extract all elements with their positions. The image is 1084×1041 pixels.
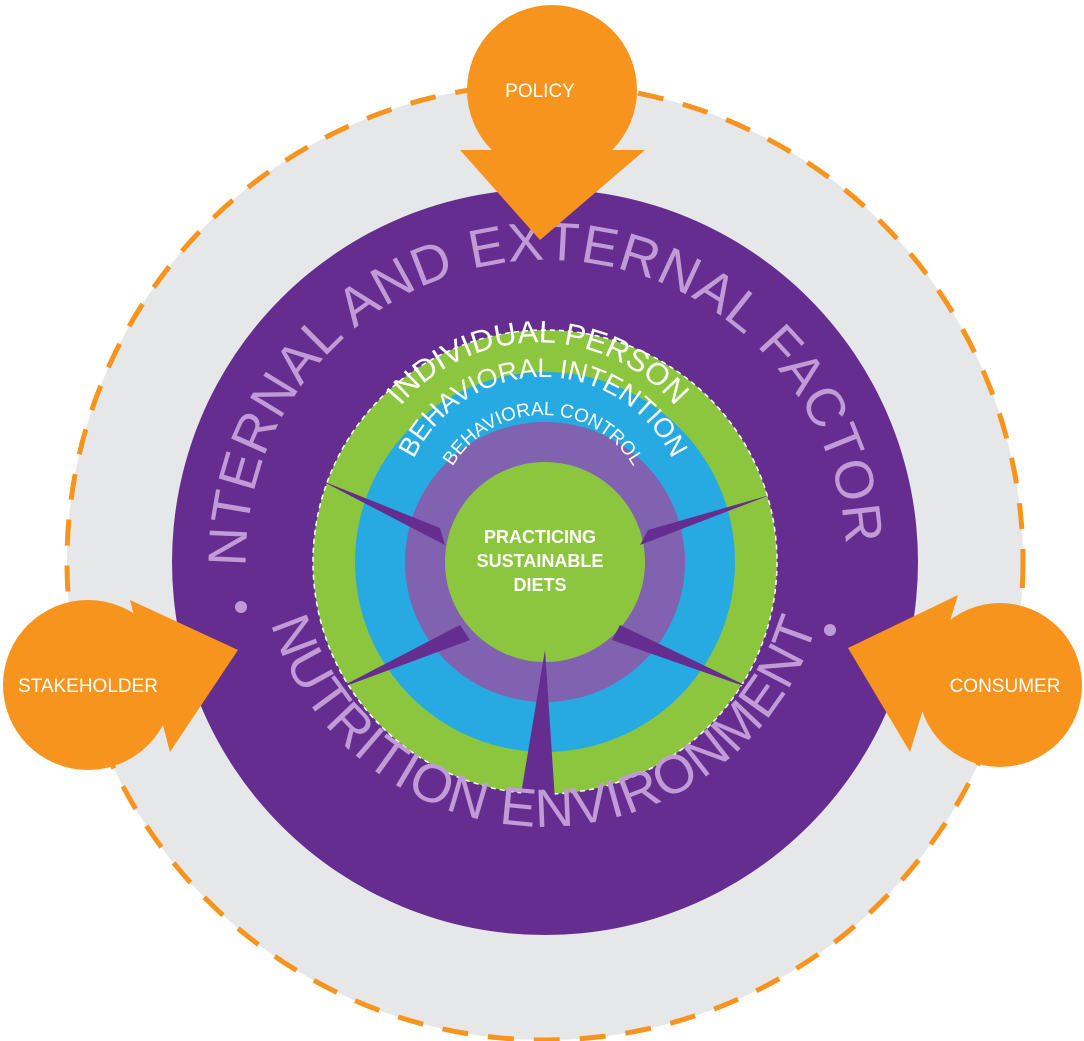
center-line-1: PRACTICING: [484, 527, 596, 547]
consumer-label: CONSUMER: [950, 676, 1061, 697]
stakeholder-bubble: STAKEHOLDER: [3, 600, 238, 770]
consumer-bubble: CONSUMER: [848, 595, 1082, 767]
stakeholder-label: STAKEHOLDER: [18, 676, 158, 697]
arrow-upper-right: [640, 495, 770, 545]
arrow-bottom: [520, 650, 555, 800]
policy-bubble: POLICY: [460, 5, 645, 240]
center-line-3: DIETS: [513, 575, 566, 595]
ring-dot-right: [824, 624, 836, 636]
ring-dot-left: [235, 601, 247, 613]
arrow-lower-right: [612, 625, 755, 690]
center-line-2: SUSTAINABLE: [477, 551, 604, 571]
arrow-upper-left: [320, 480, 445, 545]
center-disk: [445, 462, 645, 662]
policy-label: POLICY: [505, 81, 575, 102]
arrow-lower-left: [335, 625, 470, 690]
outer-dashed-border: [64, 81, 1026, 1041]
